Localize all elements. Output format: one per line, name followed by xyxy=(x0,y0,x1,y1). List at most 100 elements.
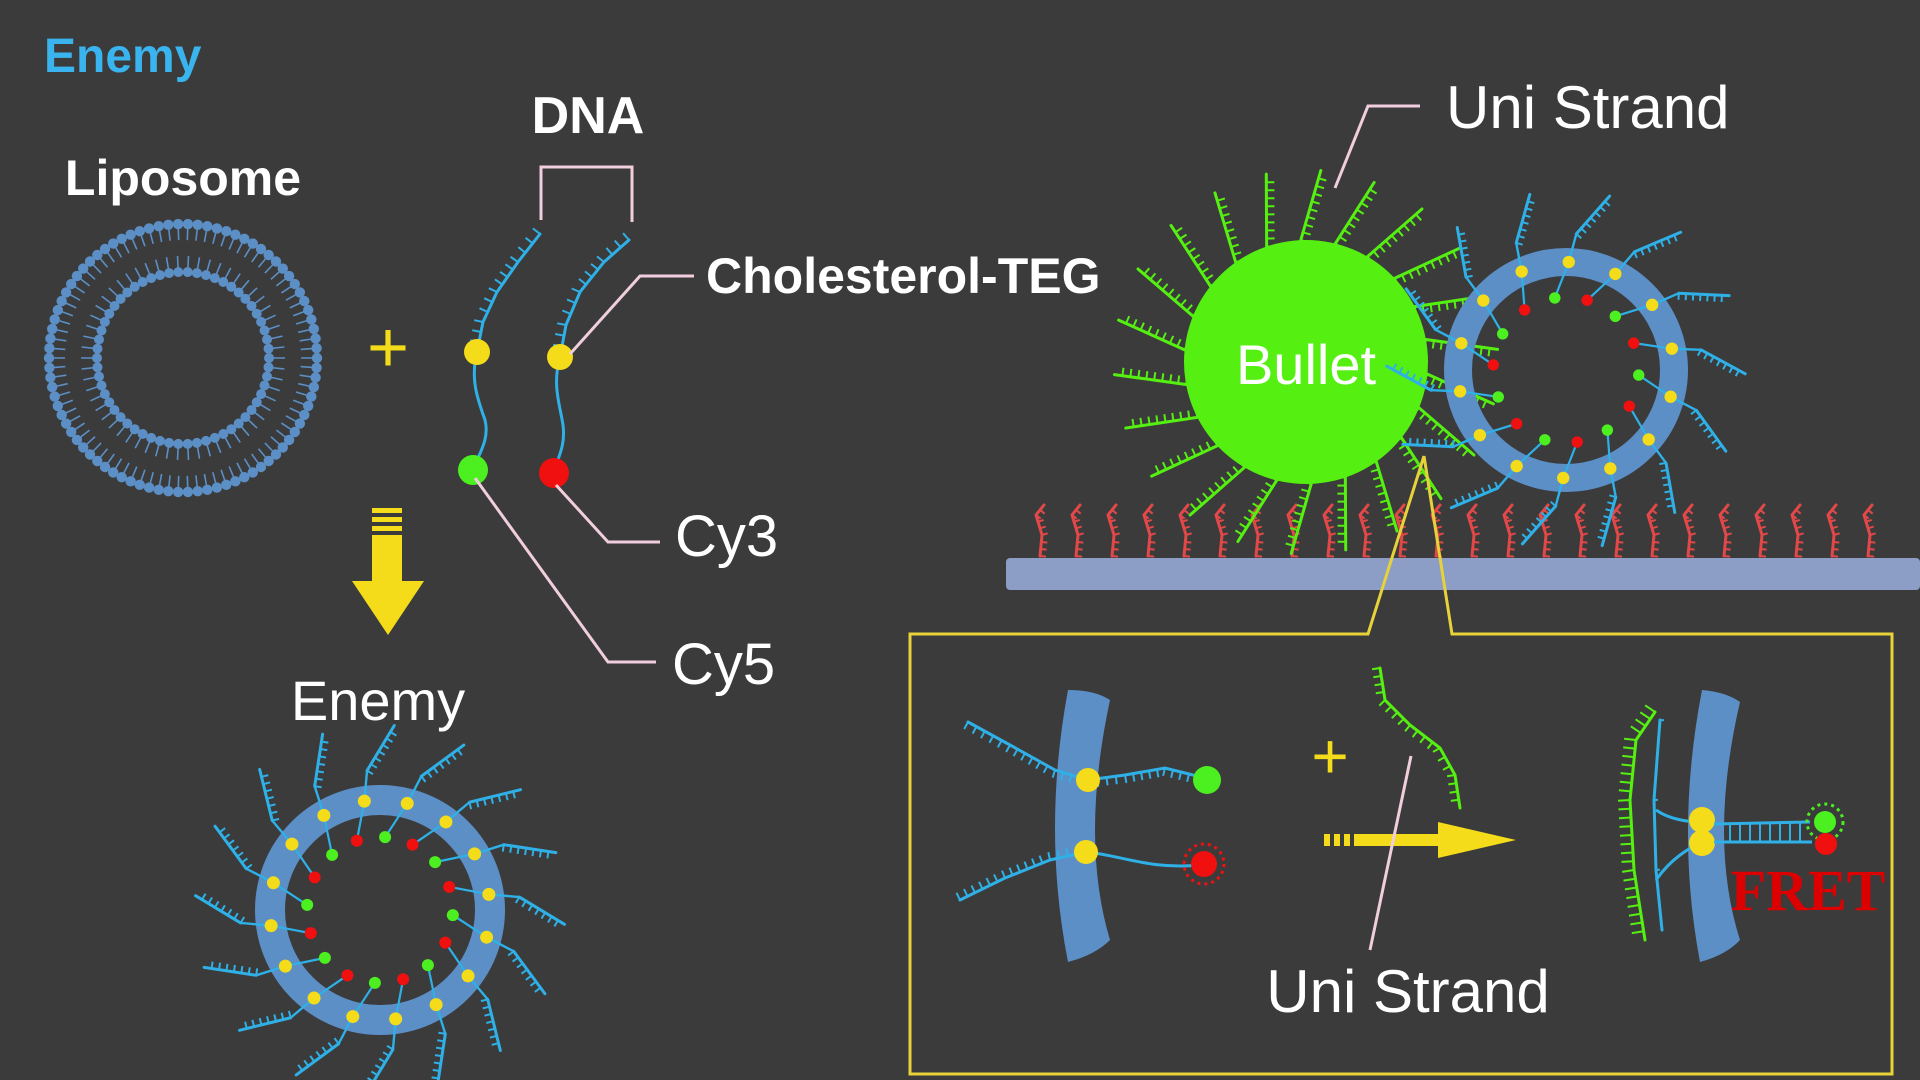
vesicle-inner-strand xyxy=(322,815,334,856)
cy5-dot xyxy=(458,455,488,485)
bullet-strand xyxy=(1136,267,1195,318)
surface-substrate xyxy=(1006,558,1920,590)
strand-ticks xyxy=(1755,509,1768,558)
inset-hybrid-enemy-strand xyxy=(1652,718,1664,932)
vesicle-outer-strand xyxy=(213,824,248,871)
strand-ticks xyxy=(480,998,499,1046)
bullet-strand xyxy=(1417,406,1476,457)
vesicle-inner-strand xyxy=(426,964,438,1005)
vesicle-inner-strand xyxy=(1633,341,1673,350)
vesicle-dye-dot xyxy=(326,848,339,861)
vesicle-cholesterol-dot xyxy=(482,887,496,901)
bullet-strand xyxy=(1333,180,1376,246)
strand-ticks xyxy=(1659,461,1674,508)
strand-ticks xyxy=(553,232,630,348)
vesicle-outer-strand xyxy=(1385,364,1433,392)
vesicle-dye-dot xyxy=(1496,328,1509,340)
vesicle-outer-strand xyxy=(1574,194,1612,236)
vesicle-outer-strand xyxy=(1664,461,1677,514)
vesicle-cholesterol-dot xyxy=(1510,459,1523,473)
vesicle-outer-strand xyxy=(1404,287,1438,332)
vesicle-outer-strand xyxy=(1694,408,1728,453)
vesicle-cholesterol-dot xyxy=(1453,385,1467,398)
vesicle-cholesterol-dot xyxy=(266,876,280,890)
strand-ticks xyxy=(1215,509,1228,558)
vesicle-cholesterol-dot xyxy=(264,919,278,933)
vesicle-dye-dot xyxy=(1539,434,1551,446)
strand-ticks xyxy=(1392,363,1436,391)
vesicle-cholesterol-dot xyxy=(1642,433,1655,446)
inset-duplex-rungs xyxy=(1729,823,1801,842)
vesicle-inner-strand xyxy=(434,852,475,864)
bullet-strand xyxy=(1299,169,1323,242)
inset-cholesterol-upper xyxy=(1689,807,1715,833)
vesicle-dye-dot xyxy=(446,909,459,922)
vesicle-cholesterol-dot xyxy=(461,969,475,983)
vesicle-cholesterol-dot xyxy=(400,796,414,810)
cholesterol-teg-label: Cholesterol-TEG xyxy=(706,248,1100,304)
enemy-label: Enemy xyxy=(291,669,465,732)
inset-cholesterol-lower xyxy=(1689,830,1715,856)
vesicle-membrane xyxy=(255,785,505,1035)
vesicle-cholesterol-dot xyxy=(285,837,299,851)
liposome-bilayer-icon xyxy=(43,218,323,498)
vesicle-dye-dot xyxy=(308,871,321,884)
lipid-head xyxy=(52,304,63,316)
strand-ticks xyxy=(1575,200,1611,240)
vesicle-outer-strand xyxy=(1455,226,1468,279)
cholesterol-dot-right xyxy=(547,344,573,370)
vesicle-dye-dot xyxy=(1571,436,1583,448)
vesicle-dye-dot xyxy=(318,951,331,964)
inset-cholesterol-upper xyxy=(1076,768,1100,792)
bullet-strands xyxy=(1112,169,1500,555)
vesicle-inner-strand xyxy=(1562,441,1579,479)
vesicle-outer-strand xyxy=(1449,486,1500,510)
strand-ticks xyxy=(1696,349,1740,377)
strand-ticks xyxy=(1611,509,1624,558)
vesicle-dye-dot xyxy=(429,856,442,869)
strand-ticks xyxy=(1539,509,1552,558)
bullet-strand xyxy=(1366,207,1424,259)
vesicle-inner-strand xyxy=(272,881,308,906)
vesicle-inner-strand xyxy=(1460,342,1494,366)
lipid-head xyxy=(303,304,314,316)
vesicle-dye-dot xyxy=(421,959,434,972)
vesicle-outer-strand xyxy=(372,1047,395,1080)
vesicle-cholesterol-dot xyxy=(480,930,494,944)
vesicle-dye-dot xyxy=(439,936,452,949)
vesicle-dye-dot xyxy=(1492,391,1504,403)
strand-ticks xyxy=(1359,509,1372,558)
vesicle-inner-strand xyxy=(411,821,447,846)
strand-ticks xyxy=(468,791,516,810)
heading-title: Enemy xyxy=(44,30,202,83)
strand-ticks xyxy=(1458,232,1473,279)
vesicle-inner-strand xyxy=(355,800,366,841)
lipid-tails xyxy=(49,224,317,492)
vesicle-cholesterol-dot xyxy=(1557,471,1570,485)
vesicle-cholesterol-dot xyxy=(307,991,321,1005)
strand-ticks xyxy=(955,845,1078,901)
strand-ticks xyxy=(297,1037,340,1072)
inset-plus-sign: + xyxy=(1311,720,1348,792)
strand-ticks xyxy=(244,1010,292,1029)
vesicle-outer-strand xyxy=(1401,442,1455,449)
strand-ticks xyxy=(1633,234,1678,259)
strand-ticks xyxy=(1503,509,1516,558)
bullet-strand xyxy=(1124,415,1199,430)
vesicle-dye-dot xyxy=(1609,310,1622,323)
cholesterol-dot-left xyxy=(464,339,490,365)
uni-strand-label-inset: Uni Strand xyxy=(1266,958,1549,1025)
vesicle-dye-dot xyxy=(1549,292,1561,304)
vesicle-inner-strand xyxy=(452,914,488,939)
enemy-vesicle-icon xyxy=(194,724,566,1080)
vesicle-inner-strand xyxy=(444,941,469,977)
strand-ticks xyxy=(366,731,397,776)
vesicle-dye-dot xyxy=(443,880,456,893)
inset-uni-strand-icon xyxy=(1371,666,1462,810)
strand-ticks xyxy=(1515,200,1535,246)
inset-uni-strand-callout-line xyxy=(1368,755,1413,951)
inset-membrane-before-icon xyxy=(955,690,1226,962)
strand-ticks xyxy=(1035,509,1048,558)
vesicle-outer-strand xyxy=(1677,291,1731,298)
inset-cy3-dot xyxy=(1815,833,1837,855)
